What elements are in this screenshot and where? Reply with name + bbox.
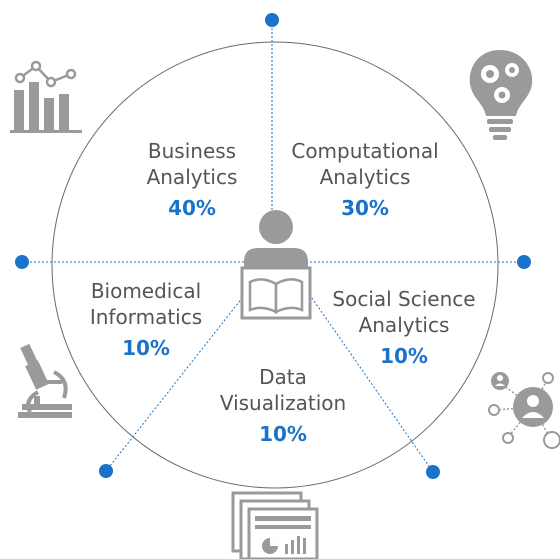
outer-circle	[51, 41, 499, 489]
segment-social-science-analytics: Social Science Analytics 10%	[320, 286, 488, 368]
social-network-icon	[488, 372, 560, 449]
segment-label-line1: Business	[147, 139, 237, 163]
bar-chart-icon	[10, 60, 82, 133]
person-reading-book-icon	[240, 210, 312, 320]
segment-business-analytics: Business Analytics 40%	[122, 138, 262, 220]
segment-label-line1: Social Science	[332, 287, 476, 311]
dot-top	[265, 13, 279, 27]
segment-label-line1: Computational	[291, 139, 439, 163]
segment-label-line2: Visualization	[219, 391, 347, 415]
segment-computational-analytics: Computational Analytics 30%	[280, 138, 450, 220]
segment-label-line2: Analytics	[358, 313, 450, 337]
segment-percent: 10%	[259, 422, 307, 446]
divider-lines	[22, 20, 524, 473]
segment-percent: 40%	[168, 196, 216, 220]
divider-endpoints	[15, 13, 531, 479]
segment-label-line2: Analytics	[146, 165, 238, 189]
lightbulb-gears-icon	[469, 50, 533, 140]
segment-label-line2: Analytics	[319, 165, 411, 189]
dot-left	[15, 255, 29, 269]
segment-label-line1: Data	[259, 365, 307, 389]
divider-bottom-left	[105, 287, 251, 472]
segment-label-line2: Informatics	[89, 305, 203, 329]
divider-bottom-right	[304, 287, 434, 473]
segment-percent: 10%	[380, 344, 428, 368]
segment-data-visualization: Data Visualization 10%	[208, 364, 358, 446]
segment-percent: 10%	[122, 336, 170, 360]
segment-label-line1: Biomedical	[90, 279, 202, 303]
report-pages-icon	[231, 491, 319, 559]
segment-percent: 30%	[341, 196, 389, 220]
dot-bottom-left	[99, 464, 113, 478]
segment-biomedical-informatics: Biomedical Informatics 10%	[76, 278, 216, 360]
microscope-icon	[18, 343, 72, 418]
dot-right	[517, 255, 531, 269]
dot-bottom-right	[426, 465, 440, 479]
